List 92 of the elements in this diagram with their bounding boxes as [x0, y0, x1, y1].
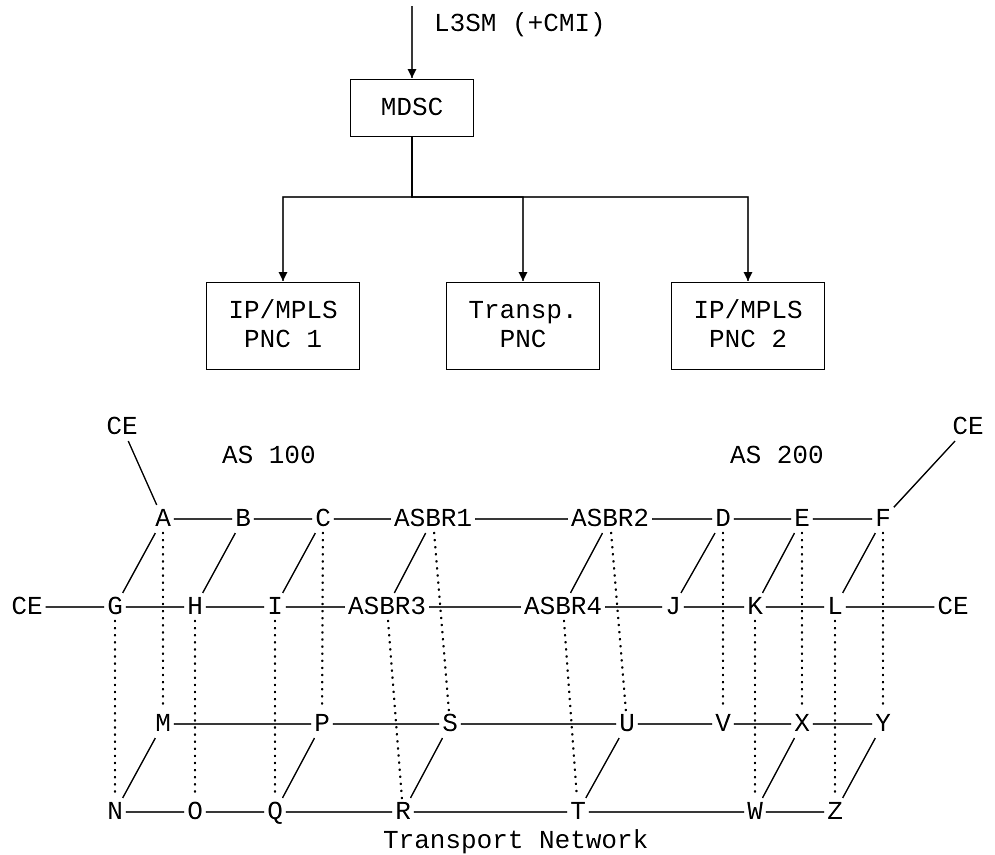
dotted-link [610, 532, 628, 712]
link-line [286, 606, 345, 608]
link-line [332, 723, 440, 725]
network-node-label: W [747, 801, 763, 823]
link-line [570, 532, 604, 594]
link-line [460, 723, 616, 725]
link-line [605, 606, 662, 608]
network-node-label: C [315, 508, 331, 530]
controller-box [446, 282, 600, 370]
network-node-label: J [665, 596, 681, 618]
link-line [652, 518, 712, 520]
network-node-label: ASBR2 [571, 508, 649, 530]
link-line [766, 606, 824, 608]
box-label: Transp. PNC [467, 297, 579, 355]
box-label: IP/MPLS PNC 1 [227, 297, 339, 355]
network-node-label: G [107, 596, 123, 618]
network-node-label: M [155, 713, 171, 735]
link-line [128, 440, 158, 506]
link-line [282, 532, 316, 594]
controller-box [671, 282, 825, 370]
link-line [475, 518, 568, 520]
network-node-label: Y [875, 713, 891, 735]
link-line [122, 738, 156, 798]
link-line [206, 606, 264, 608]
link-line [766, 811, 824, 813]
network-node-label: CE [937, 596, 969, 618]
network-node-label: F [875, 508, 891, 530]
network-node-label: CE [952, 416, 984, 438]
network-node-label: V [715, 713, 731, 735]
network-node-label: L [827, 596, 843, 618]
link-line [334, 518, 391, 520]
link-line [812, 723, 872, 725]
network-node-label: P [314, 713, 330, 735]
link-line [126, 811, 184, 813]
link-line [122, 532, 156, 594]
network-node-label: O [187, 801, 203, 823]
link-line [846, 606, 934, 608]
link-line [762, 738, 796, 798]
network-node-label: B [235, 508, 251, 530]
link-line [762, 532, 796, 594]
link-line [206, 811, 264, 813]
link-line [126, 606, 184, 608]
text-label: Transport Network [383, 830, 648, 852]
link-line [429, 606, 521, 608]
link-line [585, 738, 620, 798]
link-line [842, 532, 876, 594]
network-node-label: Q [267, 801, 283, 823]
network-node-label: U [619, 713, 635, 735]
network-node-label: ASBR1 [394, 508, 472, 530]
link-line [174, 723, 312, 725]
network-node-label: CE [11, 596, 43, 618]
network-node-label: H [187, 596, 203, 618]
link-line [734, 518, 792, 520]
link-line [638, 723, 712, 725]
link-line [202, 532, 236, 594]
link-line [414, 811, 568, 813]
network-node-label: A [155, 508, 171, 530]
arrow [411, 137, 752, 281]
network-node-label: T [570, 801, 586, 823]
network-node-label: D [715, 508, 731, 530]
network-node-label: K [747, 596, 763, 618]
link-line [684, 606, 744, 608]
box-label: MDSC [380, 94, 444, 122]
link-line [174, 518, 232, 520]
link-line [680, 532, 716, 594]
box-label: IP/MPLS PNC 2 [692, 297, 804, 355]
arrow [408, 6, 416, 78]
network-node-label: S [442, 713, 458, 735]
link-line [812, 518, 872, 520]
dotted-link [386, 620, 404, 800]
link-line [734, 723, 792, 725]
link-line [893, 440, 956, 508]
network-node-label: CE [106, 416, 138, 438]
controller-box [350, 79, 474, 137]
link-line [46, 606, 104, 608]
link-line [394, 532, 426, 594]
link-line [588, 811, 744, 813]
link-line [286, 811, 392, 813]
link-line [410, 738, 444, 798]
link-line [254, 518, 312, 520]
network-node-label: ASBR4 [524, 596, 602, 618]
link-line [842, 738, 876, 798]
network-node-label: E [794, 508, 810, 530]
network-node-label: R [395, 801, 411, 823]
dotted-link [432, 532, 450, 712]
controller-box [206, 282, 360, 370]
network-node-label: N [107, 801, 123, 823]
network-node-label: Z [827, 801, 843, 823]
network-node-label: X [794, 713, 810, 735]
network-node-label: I [267, 596, 283, 618]
link-line [282, 738, 316, 798]
network-node-label: ASBR3 [348, 596, 426, 618]
